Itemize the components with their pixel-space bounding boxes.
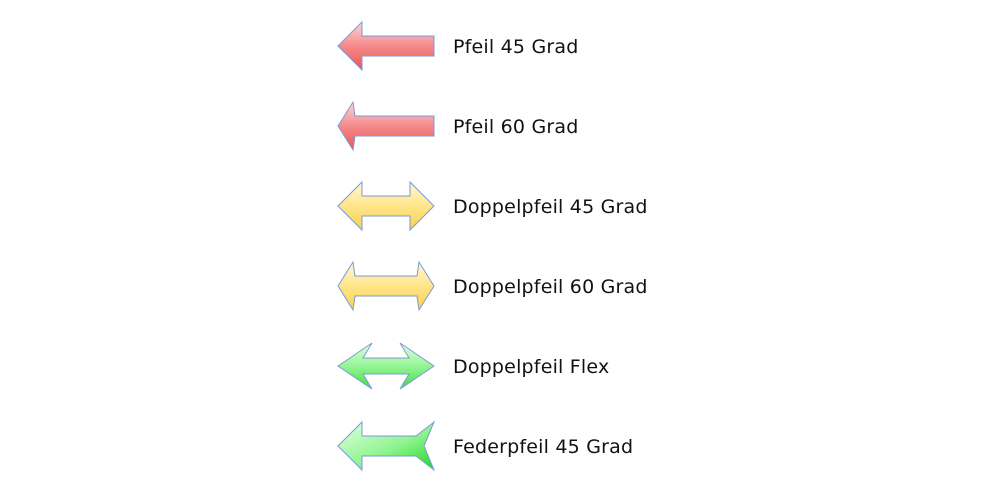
left-arrow-45-icon — [337, 20, 435, 72]
shape-row-pfeil-45[interactable]: Pfeil 45 Grad — [336, 20, 756, 73]
feathered-arrow-45-icon — [337, 420, 436, 472]
shape-row-pfeil-60[interactable]: Pfeil 60 Grad — [336, 100, 756, 153]
shape-row-federpfeil-45[interactable]: Federpfeil 45 Grad — [336, 420, 756, 473]
shape-label: Pfeil 45 Grad — [453, 36, 579, 58]
left-arrow-60-icon — [337, 100, 435, 152]
shape-row-doppelpfeil-60[interactable]: Doppelpfeil 60 Grad — [336, 260, 756, 313]
double-arrow-60-icon — [337, 260, 435, 312]
shape-label: Federpfeil 45 Grad — [453, 436, 634, 458]
shape-label: Doppelpfeil 45 Grad — [453, 196, 648, 218]
shape-row-doppelpfeil-45[interactable]: Doppelpfeil 45 Grad — [336, 180, 756, 233]
shape-label: Pfeil 60 Grad — [453, 116, 579, 138]
double-arrow-flex-icon — [337, 342, 435, 390]
shape-label: Doppelpfeil 60 Grad — [453, 276, 648, 298]
shape-row-doppelpfeil-flex[interactable]: Doppelpfeil Flex — [336, 341, 756, 393]
shape-label: Doppelpfeil Flex — [453, 356, 610, 378]
double-arrow-45-icon — [337, 180, 435, 232]
